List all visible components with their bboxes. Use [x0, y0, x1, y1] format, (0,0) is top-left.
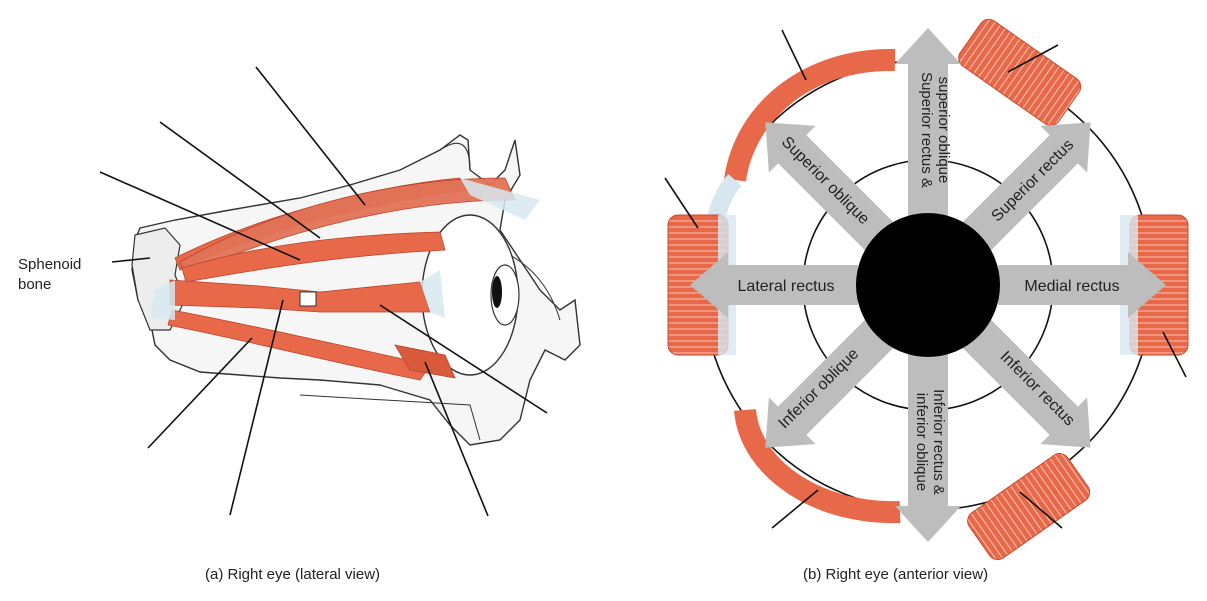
sphenoid-label-line1: Sphenoid [18, 255, 81, 275]
label-superior-rectus: Superior rectus [988, 136, 1077, 225]
label-medial-rectus: Medial rectus [1024, 278, 1119, 295]
caption-panel-b: (b) Right eye (anterior view) [803, 566, 988, 583]
leader-line [782, 30, 806, 80]
sphenoid-bone-label: Sphenoid bone [18, 255, 81, 295]
lateral-rectus-window [300, 292, 316, 306]
label-down-line2: inferior oblique [913, 393, 930, 491]
leader-line [256, 67, 365, 205]
panel-b-anterior-view: Lateral rectus Medial rectus Superior ob… [665, 15, 1188, 563]
label-up-line2: superior oblique [935, 77, 952, 184]
panel-a-lateral-view [100, 67, 580, 516]
caption-panel-a: (a) Right eye (lateral view) [205, 566, 380, 583]
label-down-line1: Inferior rectus & [930, 389, 947, 495]
superior-rectus-block [955, 15, 1085, 129]
pupil-disc [856, 213, 1000, 357]
label-lateral-rectus: Lateral rectus [738, 278, 835, 295]
label-up-line1: Superior rectus & [918, 72, 935, 188]
pupil [492, 276, 502, 308]
sphenoid-label-line2: bone [18, 275, 81, 295]
inferior-rectus-block [964, 450, 1094, 564]
